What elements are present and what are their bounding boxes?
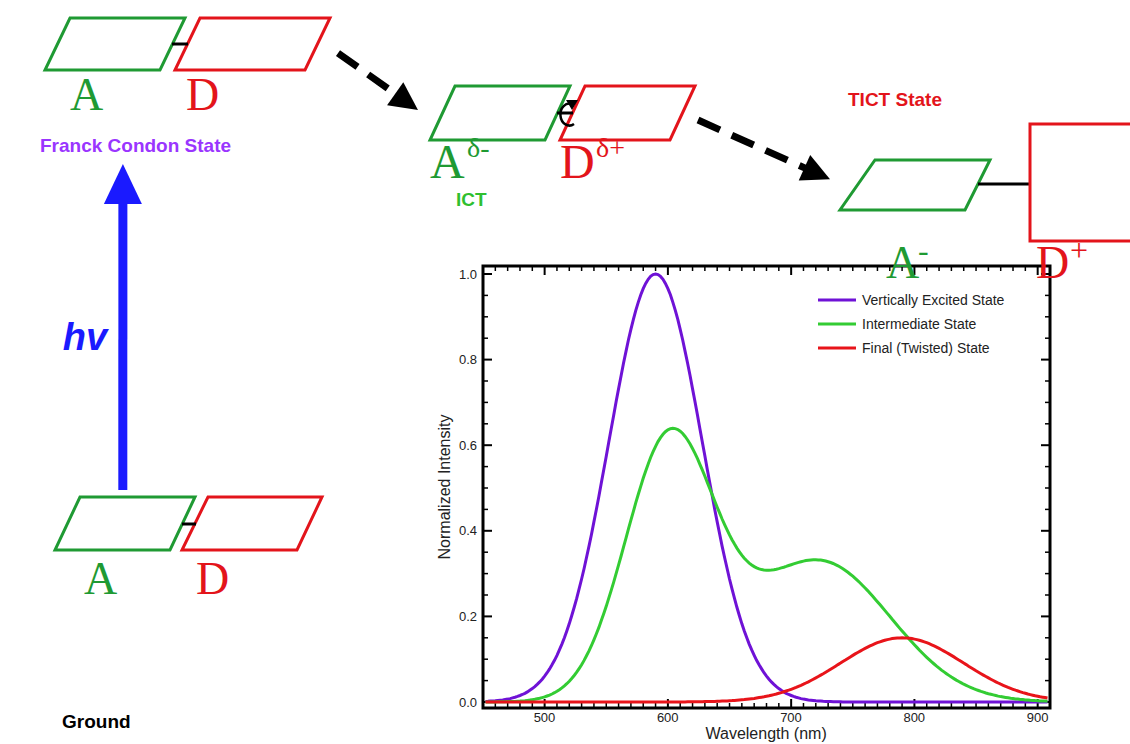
tick-label: 900 bbox=[1027, 711, 1049, 724]
molecule-fragment bbox=[560, 86, 695, 140]
legend-text: Final (Twisted) State bbox=[862, 341, 990, 355]
axis-title: Normalized Intensity bbox=[437, 415, 453, 560]
spectrum-curve bbox=[486, 638, 1048, 702]
molecule-drawing bbox=[50, 490, 330, 740]
molecule-fragment bbox=[1030, 124, 1130, 241]
connector-line bbox=[698, 120, 806, 169]
arrowhead bbox=[387, 82, 418, 110]
tick-label: 0.8 bbox=[459, 353, 477, 366]
tick-label: 1.0 bbox=[459, 268, 477, 281]
charge-sign: - bbox=[918, 234, 929, 266]
acceptor-label: A bbox=[84, 556, 117, 602]
spectrum-curve bbox=[486, 428, 1048, 702]
molecule-state: A D Franck Condon State bbox=[38, 12, 338, 164]
legend-text: Vertically Excited State bbox=[862, 293, 1004, 307]
bond bbox=[978, 183, 1030, 186]
plot-frame bbox=[483, 266, 1050, 708]
molecule-state: Aδ- Dδ+ ICT bbox=[418, 80, 698, 220]
relaxation-arrow bbox=[338, 53, 418, 110]
molecule-fragment bbox=[175, 18, 330, 70]
tick-label: 0.4 bbox=[459, 524, 477, 537]
relaxation-arrow bbox=[698, 120, 830, 181]
spectrum-curve bbox=[486, 274, 1048, 702]
state-name: TICT State bbox=[848, 90, 942, 109]
partial-charge: δ- bbox=[467, 134, 490, 162]
state-name: ICT bbox=[456, 190, 487, 209]
donor-label: D bbox=[186, 72, 219, 118]
molecule-fragment bbox=[55, 497, 195, 550]
donor-label: D bbox=[560, 138, 595, 186]
axis-ticks bbox=[483, 266, 1050, 708]
tick-label: 500 bbox=[534, 711, 556, 724]
spectrum-curves bbox=[486, 274, 1048, 702]
bond bbox=[182, 523, 196, 526]
legend-line bbox=[818, 323, 856, 326]
photon-label: hv bbox=[63, 318, 107, 356]
molecule-fragment bbox=[840, 160, 990, 210]
tick-label: 600 bbox=[657, 711, 679, 724]
connector-line bbox=[118, 202, 127, 490]
state-name: Franck Condon State bbox=[40, 136, 231, 155]
acceptor-label: A bbox=[430, 138, 465, 186]
legend-text: Intermediate State bbox=[862, 317, 976, 331]
state-name: Ground bbox=[62, 712, 131, 731]
molecule-fragment bbox=[182, 497, 322, 550]
excitation-arrow bbox=[104, 164, 142, 490]
bond bbox=[172, 43, 188, 46]
tick-label: 0.0 bbox=[459, 696, 477, 709]
arrowhead bbox=[799, 155, 830, 181]
acceptor-label: A bbox=[886, 240, 919, 286]
tick-label: 0.6 bbox=[459, 439, 477, 452]
partial-charge: δ+ bbox=[596, 134, 625, 162]
tick-label: 700 bbox=[780, 711, 802, 724]
connector-line bbox=[338, 53, 397, 95]
axis-title: Wavelength (nm) bbox=[706, 726, 827, 742]
legend-samples bbox=[818, 300, 856, 348]
molecule-fragment bbox=[45, 18, 185, 70]
charge-sign: + bbox=[1070, 234, 1088, 266]
legend-line bbox=[818, 347, 856, 350]
acceptor-label: A bbox=[70, 72, 103, 118]
donor-label: D bbox=[1036, 240, 1069, 286]
molecule-state: TICT StateA- D+ bbox=[830, 85, 1130, 290]
tick-label: 0.2 bbox=[459, 610, 477, 623]
tick-label: 800 bbox=[903, 711, 925, 724]
rotation-arrowhead bbox=[566, 100, 578, 110]
legend-line bbox=[818, 299, 856, 302]
donor-label: D bbox=[196, 556, 229, 602]
molecule-fragment bbox=[430, 86, 570, 140]
molecule-state: A D Ground bbox=[50, 490, 330, 740]
arrowhead bbox=[104, 164, 142, 204]
